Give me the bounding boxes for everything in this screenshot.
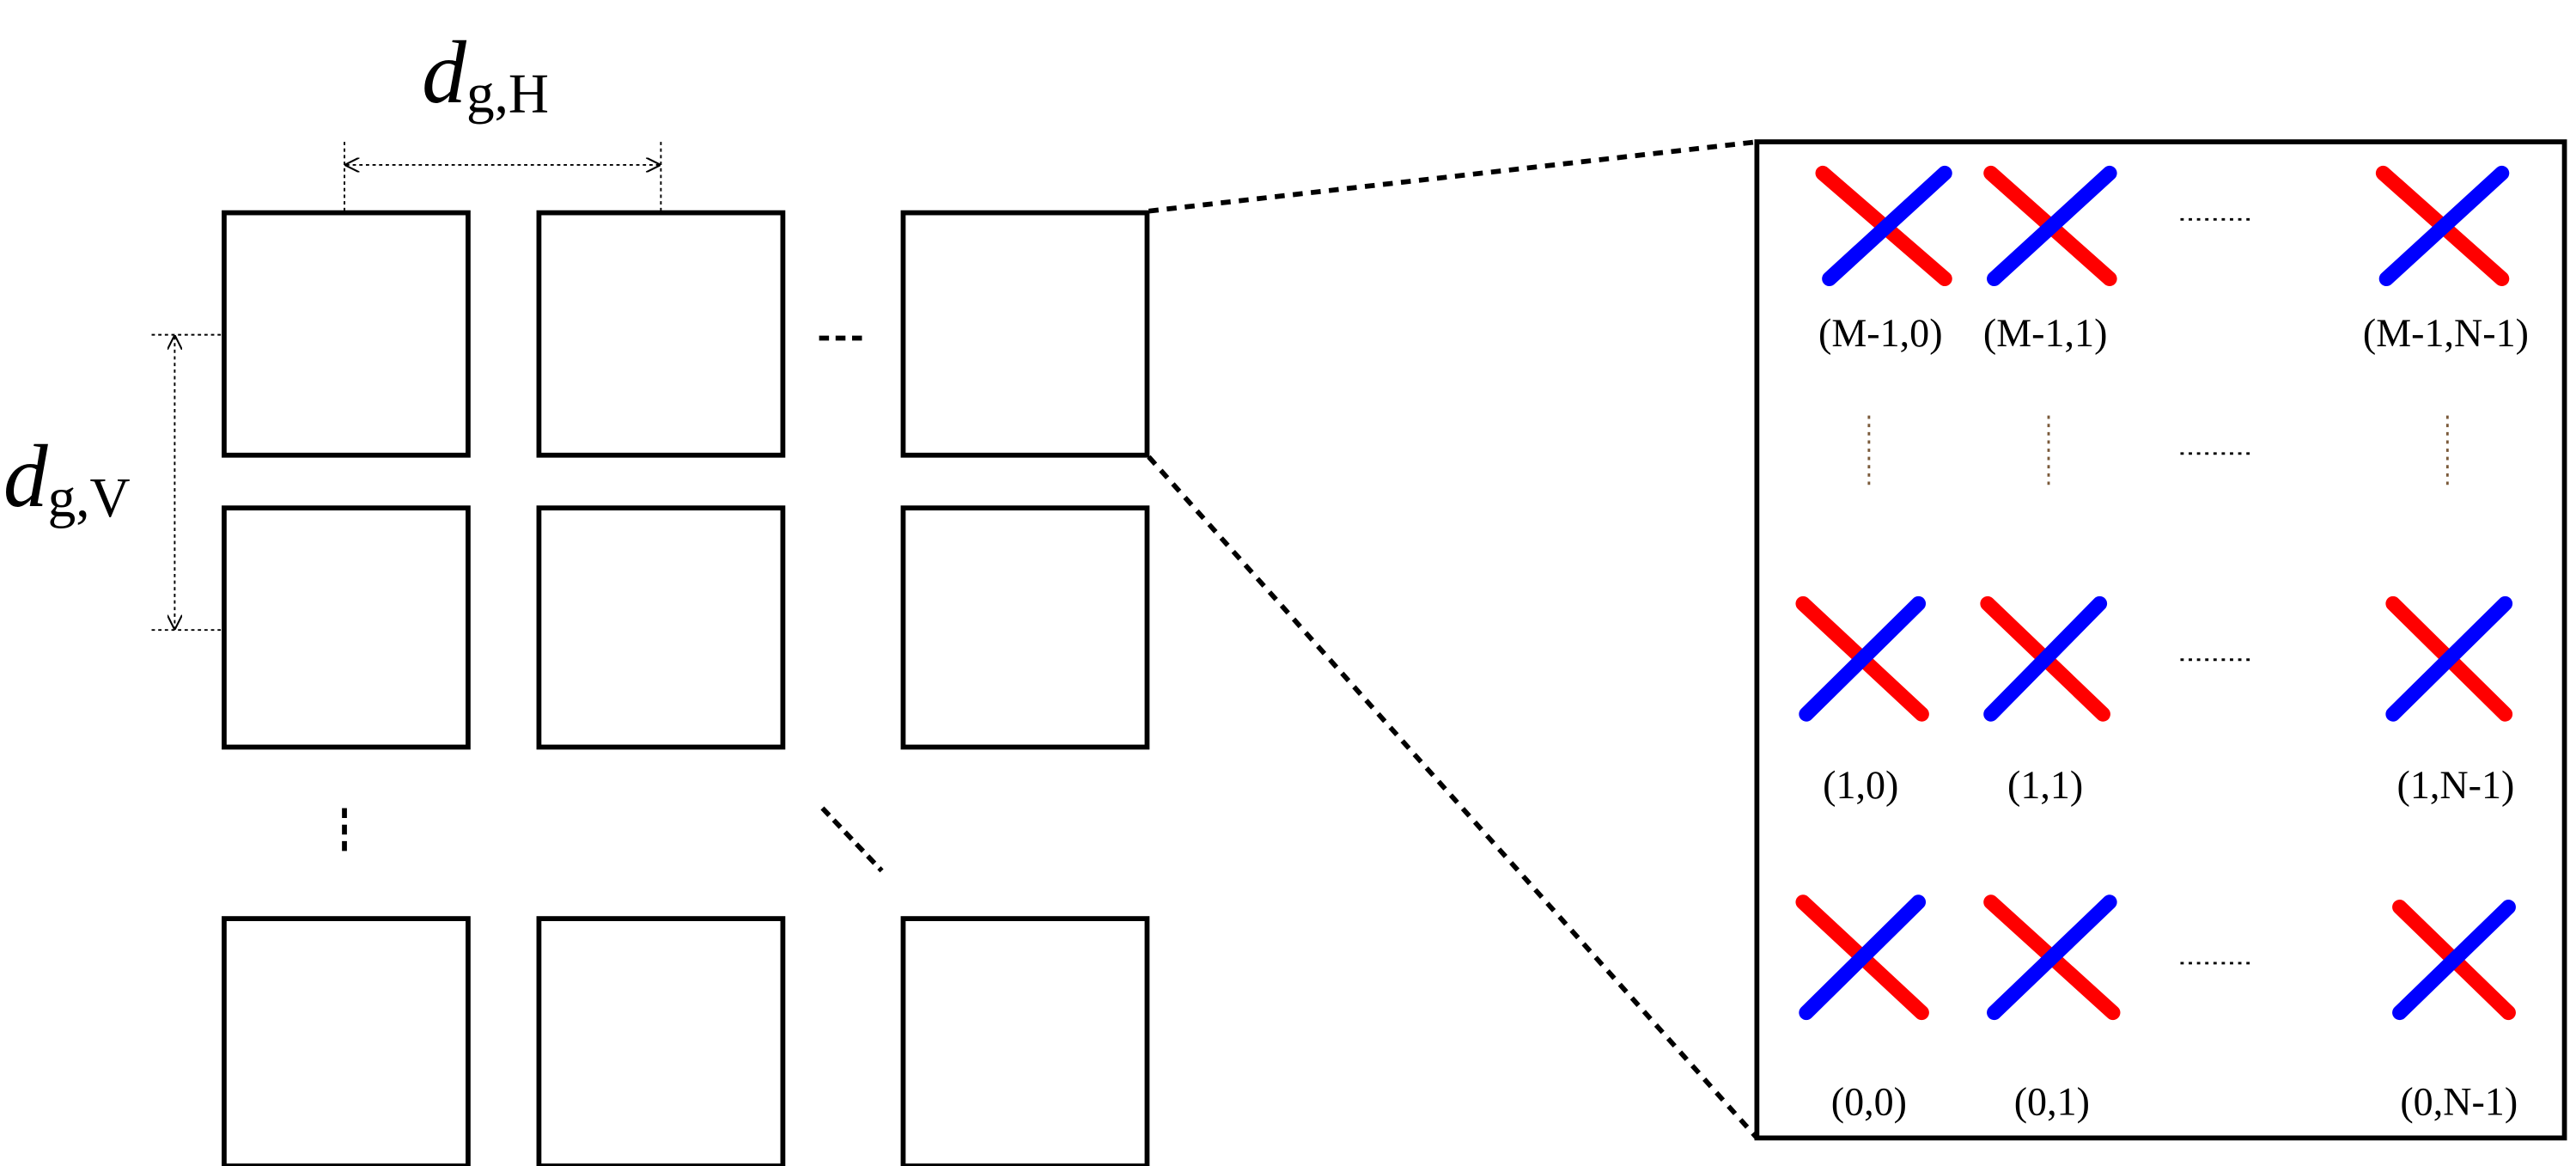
subarray-panel <box>222 210 471 458</box>
cross-polarized-element <box>1983 894 2121 1021</box>
cross-polarized-element <box>1980 595 2110 722</box>
zoomed-subarray-panel <box>1754 139 2567 1141</box>
element-label: (0,1) <box>2014 1079 2090 1123</box>
subarray-panel <box>536 916 786 1166</box>
vertical-spacing-label: dg,V <box>3 428 131 529</box>
cross-polarized-element <box>2385 595 2513 722</box>
zoom-connector-top <box>1148 139 1757 214</box>
element-label: (M-1,0) <box>1818 311 1942 355</box>
cross-polarized-element <box>1795 894 1929 1021</box>
cross-polarized-element <box>1795 595 1929 722</box>
subarray-grid <box>222 210 1150 1166</box>
vertical-spacing-dimension: dg,V <box>3 333 223 632</box>
cross-polarized-element <box>2392 900 2516 1021</box>
element-label: (1,N-1) <box>2397 763 2515 807</box>
subarray-panel <box>222 916 471 1166</box>
cross-polarized-element <box>1983 165 2117 287</box>
subarray-panel <box>536 210 786 458</box>
element-row-bottom <box>1795 894 2516 1021</box>
horizontal-spacing-dimension: dg,H <box>344 24 662 211</box>
element-label: (M-1,N-1) <box>2363 311 2529 355</box>
element-label: (1,0) <box>1823 763 1898 807</box>
element-row-middle <box>1795 595 2513 722</box>
element-row-top <box>1815 165 2510 287</box>
horizontal-spacing-label: dg,H <box>422 24 549 125</box>
element-label: (M-1,1) <box>1983 311 2107 355</box>
element-label: (0,0) <box>1831 1079 1907 1123</box>
subarray-panel <box>900 916 1150 1166</box>
subarray-panel <box>536 505 786 750</box>
subarray-panel <box>900 505 1150 750</box>
element-label: (1,1) <box>2007 763 2083 807</box>
element-label: (0,N-1) <box>2400 1079 2518 1123</box>
zoom-connector-bottom <box>1147 455 1759 1140</box>
cross-polarized-element <box>2375 165 2510 287</box>
cross-polarized-element <box>1815 165 1952 287</box>
diagonal-ellipsis <box>820 806 884 873</box>
subarray-panel-highlighted <box>900 210 1150 458</box>
subarray-panel <box>222 505 471 750</box>
